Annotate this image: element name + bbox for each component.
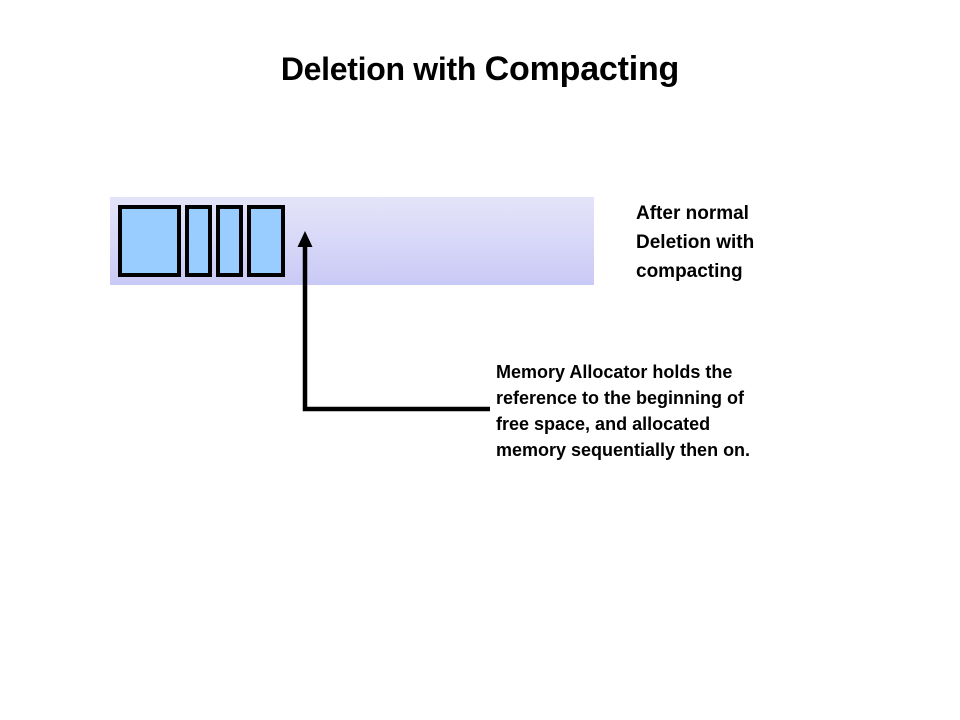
after-label-line-3: compacting (636, 261, 743, 282)
memory-block-1 (118, 205, 181, 277)
allocator-note-line-1: Memory Allocator holds the (496, 362, 733, 382)
title-text-strong: Compacting (484, 50, 680, 88)
memory-region-bar (110, 197, 594, 285)
page-title: Deletion with Compacting (0, 50, 960, 89)
after-deletion-label: After normal Deletion with compacting (636, 199, 936, 286)
allocator-note-line-4: memory sequentially then on. (496, 440, 751, 460)
title-text-normal: Deletion with (280, 51, 485, 87)
memory-block-3 (216, 205, 243, 277)
after-label-line-1: After normal (636, 203, 749, 224)
memory-block-2 (185, 205, 212, 277)
allocator-note: Memory Allocator holds the reference to … (496, 359, 836, 463)
after-label-line-2: Deletion with (636, 232, 755, 253)
memory-block-4 (247, 205, 285, 277)
allocator-note-line-3: free space, and allocated (496, 414, 711, 434)
allocator-note-line-2: reference to the beginning of (496, 388, 745, 408)
